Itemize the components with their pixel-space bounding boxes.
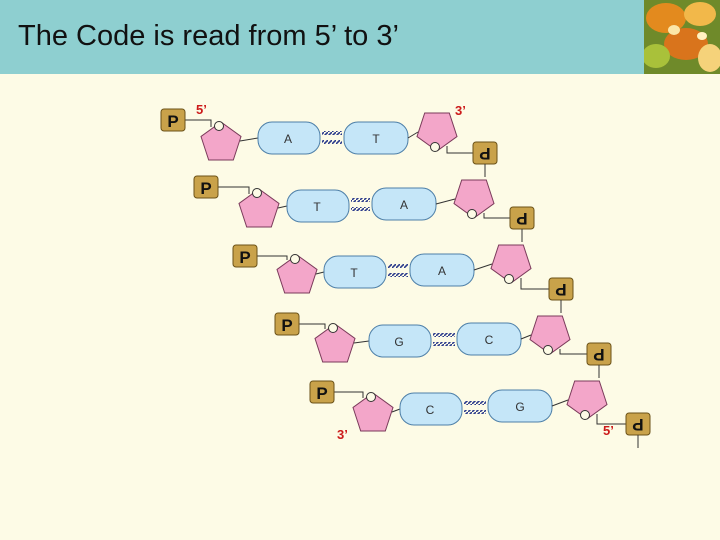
phosphate-label: P [239, 248, 250, 267]
decorative-photo [644, 0, 720, 74]
glycosidic-bond [391, 408, 401, 413]
oxygen-right [543, 345, 553, 355]
slide-title: The Code is read from 5’ to 3’ [18, 20, 399, 52]
hydrogen-bond [351, 207, 370, 211]
hydrogen-bond [388, 264, 408, 268]
phosphate-left [274, 312, 300, 336]
oxygen-left [328, 323, 338, 333]
backbone-bond [299, 323, 326, 329]
hydrogen-bond [322, 131, 342, 135]
phosphate-label: P [593, 345, 604, 364]
phosphate-label: P [167, 112, 178, 131]
glycosidic-bond [407, 131, 419, 139]
svg-text:5’: 5’ [603, 423, 614, 438]
sugar-left [352, 392, 394, 432]
backbone-bond [185, 119, 212, 127]
hydrogen-bond [388, 273, 408, 277]
base-left [257, 121, 321, 155]
glycosidic-bond [353, 340, 370, 344]
phosphate-label: P [516, 209, 527, 228]
oxygen-right [430, 142, 440, 152]
base-left-label: G [394, 335, 403, 349]
oxygen-left [214, 121, 224, 131]
glycosidic-bond [551, 399, 569, 407]
glycosidic-bond [315, 271, 325, 275]
phosphate-label: P [555, 280, 566, 299]
base-left [399, 392, 463, 426]
hydrogen-bond [433, 342, 455, 346]
base-right-label: C [485, 333, 494, 347]
sugar-left [200, 121, 242, 161]
base-left [323, 255, 387, 289]
base-right-label: G [515, 400, 524, 414]
right-end-label-bottom: 5’ [603, 423, 614, 438]
oxygen-right [467, 209, 477, 219]
sugar-right [566, 380, 608, 420]
base-left-label: T [313, 200, 321, 214]
base-left-label: T [350, 266, 358, 280]
sugar-right [529, 315, 571, 355]
oxygen-left [290, 254, 300, 264]
glycosidic-bond [239, 137, 259, 142]
left-end-label-top: 5’ [196, 102, 207, 117]
sugar-right [453, 179, 495, 219]
sugar-left [314, 323, 356, 363]
glycosidic-bond [435, 198, 456, 205]
phosphate-label: P [479, 144, 490, 163]
backbone-bond [257, 255, 288, 260]
oxygen-left [366, 392, 376, 402]
base-right-label: A [400, 198, 408, 212]
phosphate-label: P [632, 415, 643, 434]
title-bar: The Code is read from 5’ to 3’ [0, 0, 720, 74]
backbone-bond [218, 186, 250, 194]
base-right-label: A [438, 264, 446, 278]
backbone-bond [520, 278, 549, 290]
phosphate-label: P [200, 179, 211, 198]
nucleotide-pair-row: P T A P [232, 244, 574, 313]
svg-text:5’: 5’ [196, 102, 207, 117]
hydrogen-bond [433, 333, 455, 337]
hydrogen-bond [464, 410, 486, 414]
glycosidic-bond [277, 205, 288, 209]
nucleotide-pair-row: P G C P [274, 312, 612, 378]
phosphate-left [160, 108, 186, 132]
sugar-left [238, 188, 280, 228]
backbone-bond [446, 146, 473, 154]
oxygen-left [252, 188, 262, 198]
left-end-label-bottom: 3’ [337, 427, 348, 442]
backbone-bond [483, 213, 510, 219]
backbone-bond [334, 391, 364, 398]
base-left-label: A [284, 132, 292, 146]
phosphate-left [309, 380, 335, 404]
hydrogen-bond [351, 198, 370, 202]
glycosidic-bond [473, 263, 493, 271]
base-right-label: T [372, 132, 380, 146]
glycosidic-bond [520, 334, 532, 340]
oxygen-right [504, 274, 514, 284]
oxygen-right [580, 410, 590, 420]
sugar-right [490, 244, 532, 284]
phosphate-left [232, 244, 258, 268]
sugar-right [416, 112, 458, 152]
phosphate-label: P [316, 384, 327, 403]
phosphate-label: P [281, 316, 292, 335]
base-left [286, 189, 350, 223]
backbone-bond [559, 349, 587, 355]
sugar-left [276, 254, 318, 294]
base-left [368, 324, 432, 358]
right-end-label-top: 3’ [455, 103, 466, 118]
svg-text:3’: 3’ [337, 427, 348, 442]
base-left-label: C [426, 403, 435, 417]
phosphate-left [193, 175, 219, 199]
backbone-bond [596, 414, 626, 425]
svg-text:3’: 3’ [455, 103, 466, 118]
nucleotide-pair-row: P T A P [193, 175, 535, 242]
nucleotide-pair-row: P A T P [160, 108, 498, 177]
nucleotide-pair-row: P C G P [309, 380, 651, 448]
hydrogen-bond [464, 401, 486, 405]
hydrogen-bond [322, 140, 342, 144]
